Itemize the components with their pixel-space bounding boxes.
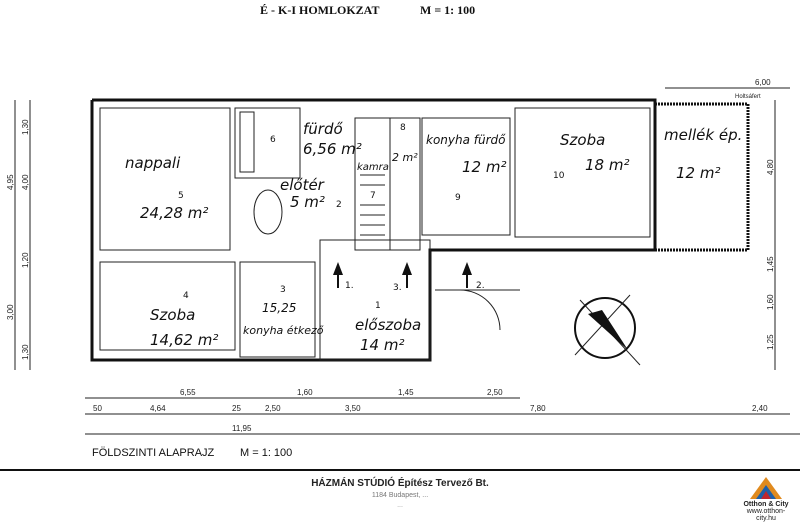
- svg-text:5: 5: [178, 191, 184, 201]
- svg-text:2,40: 2,40: [752, 404, 768, 413]
- company-address: 1184 Budapest, ...: [371, 492, 429, 499]
- room-10: Szoba 10 18 m²: [553, 131, 629, 181]
- room-4: 4 Szoba 14,62 m²: [150, 291, 218, 349]
- logo-name: Otthon & City: [743, 501, 789, 508]
- svg-text:6: 6: [270, 135, 276, 145]
- dimensions-left: 1,30 4,95 4,00 1,20 3,00 1,30: [6, 100, 31, 370]
- svg-text:11,95: 11,95: [232, 424, 252, 433]
- svg-text:24,28 m²: 24,28 m²: [140, 204, 208, 222]
- svg-text:1,30: 1,30: [21, 344, 30, 360]
- svg-text:1: 1: [375, 301, 381, 311]
- room-3: 3 15,25 konyha étkező: [243, 285, 324, 337]
- svg-text:2: 2: [336, 200, 342, 210]
- svg-text:előtér: előtér: [280, 176, 325, 194]
- svg-text:4,00: 4,00: [21, 174, 30, 190]
- svg-text:nappali: nappali: [125, 154, 181, 172]
- svg-text:25: 25: [232, 404, 241, 413]
- room-9: 9 konyha fürdő 12 m²: [426, 133, 506, 203]
- room-1: 1 előszoba 14 m²: [355, 301, 421, 354]
- svg-text:6,00: 6,00: [755, 78, 771, 87]
- svg-text:konyha étkező: konyha étkező: [243, 324, 324, 337]
- logo-icon: [750, 477, 782, 499]
- otthon-city-logo: Otthon & City www.otthon-city.hu: [738, 475, 794, 522]
- svg-text:18 m²: 18 m²: [585, 156, 629, 174]
- svg-text:Holtsáfert: Holtsáfert: [735, 94, 761, 100]
- svg-text:1.: 1.: [345, 281, 354, 291]
- svg-text:2,50: 2,50: [265, 404, 281, 413]
- svg-text:1,25: 1,25: [766, 334, 775, 350]
- svg-text:14,62 m²: 14,62 m²: [150, 331, 218, 349]
- svg-text:7: 7: [370, 191, 376, 201]
- svg-text:4,64: 4,64: [150, 404, 166, 413]
- svg-text:2.: 2.: [476, 281, 485, 291]
- svg-text:2,50: 2,50: [487, 388, 503, 397]
- svg-text:3: 3: [280, 285, 286, 295]
- company-contact: ...: [397, 502, 403, 509]
- room-5: nappali 5 24,28 m²: [125, 154, 208, 222]
- svg-text:1,60: 1,60: [297, 388, 313, 397]
- dimensions-right: 6,00 Holtsáfert 4,80 1,45 1,60 1,25: [665, 78, 790, 370]
- svg-text:9: 9: [455, 193, 461, 203]
- svg-text:12 m²: 12 m²: [676, 164, 720, 182]
- north-arrow-icon: [574, 294, 641, 366]
- room-7: 7: [370, 191, 376, 201]
- svg-text:4: 4: [183, 291, 189, 301]
- svg-text:1,20: 1,20: [21, 252, 30, 268]
- logo-url: www.otthon-city.hu: [746, 508, 786, 522]
- svg-text:1,45: 1,45: [766, 256, 775, 272]
- outbuilding: mellék ép. 12 m²: [664, 126, 742, 182]
- svg-text:50: 50: [93, 404, 102, 413]
- svg-text:6,56 m²: 6,56 m²: [303, 140, 362, 158]
- elevation-scale: M = 1: 100: [420, 3, 475, 17]
- svg-text:4,95: 4,95: [6, 174, 15, 190]
- svg-text:3,50: 3,50: [345, 404, 361, 413]
- svg-text:mellék ép.: mellék ép.: [664, 126, 742, 144]
- entrance-markers: 1. 3. 2.: [333, 262, 485, 293]
- walls: [90, 98, 750, 362]
- svg-text:konyha fürdő: konyha fürdő: [426, 133, 506, 147]
- plan-title: FÖLDSZINTI ALAPRAJZ: [92, 447, 215, 459]
- svg-text:Szoba: Szoba: [560, 131, 605, 149]
- svg-text:1,60: 1,60: [766, 294, 775, 310]
- elevation-title: É - K-I HOMLOKZAT: [260, 3, 379, 17]
- svg-text:12 m²: 12 m²: [462, 158, 506, 176]
- svg-text:kamra: kamra: [357, 162, 389, 173]
- svg-text:előszoba: előszoba: [355, 316, 421, 334]
- svg-text:8: 8: [400, 123, 406, 133]
- svg-text:2 m²: 2 m²: [392, 151, 418, 164]
- company-name: HÁZMÁN STÚDIÓ Építész Tervező Bt.: [311, 478, 489, 489]
- svg-text:15,25: 15,25: [262, 301, 296, 315]
- svg-text:3,00: 3,00: [6, 304, 15, 320]
- svg-text:1,30: 1,30: [21, 119, 30, 135]
- room-2: előtér 5 m² 2: [280, 176, 342, 211]
- svg-text:6,55: 6,55: [180, 388, 196, 397]
- svg-text:1,45: 1,45: [398, 388, 414, 397]
- svg-text:4,80: 4,80: [766, 159, 775, 175]
- svg-text:3.: 3.: [393, 283, 402, 293]
- svg-text:fürdő: fürdő: [303, 120, 343, 138]
- svg-text:10: 10: [553, 171, 565, 181]
- svg-text:Szoba: Szoba: [150, 306, 195, 324]
- plan-scale: M = 1: 100: [240, 447, 292, 459]
- svg-text:7,80: 7,80: [530, 404, 546, 413]
- svg-text:5 m²: 5 m²: [290, 193, 325, 211]
- dimensions-bottom: 6,55 1,60 1,45 2,50 50 4,64 25 2,50 3,50…: [85, 388, 800, 435]
- room-8: 8 kamra 2 m²: [357, 123, 418, 173]
- room-6: 6 fürdő 6,56 m²: [270, 120, 362, 158]
- svg-text:14 m²: 14 m²: [360, 336, 404, 354]
